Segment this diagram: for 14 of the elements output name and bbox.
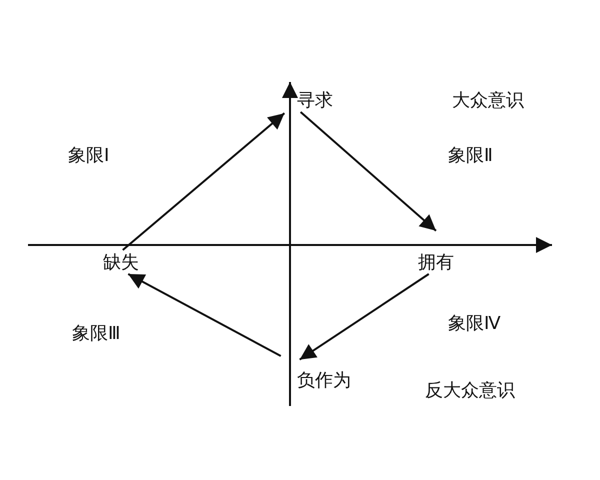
arrow <box>128 273 282 357</box>
arrow <box>300 111 437 232</box>
axis-label: 负作为 <box>297 368 351 392</box>
quadrant-label: 象限Ⅱ <box>448 144 493 167</box>
category-label: 大众意识 <box>452 89 524 112</box>
category-label: 反大众意识 <box>425 379 515 402</box>
quadrant-label: 象限Ⅰ <box>68 144 109 167</box>
arrow <box>122 112 286 251</box>
quadrant-label: 象限Ⅳ <box>448 312 501 335</box>
axis-label: 寻求 <box>297 88 333 112</box>
axis-label: 拥有 <box>418 250 454 274</box>
axis-label: 缺失 <box>103 250 139 274</box>
arrow <box>299 273 430 360</box>
quadrant-label: 象限Ⅲ <box>72 322 120 345</box>
